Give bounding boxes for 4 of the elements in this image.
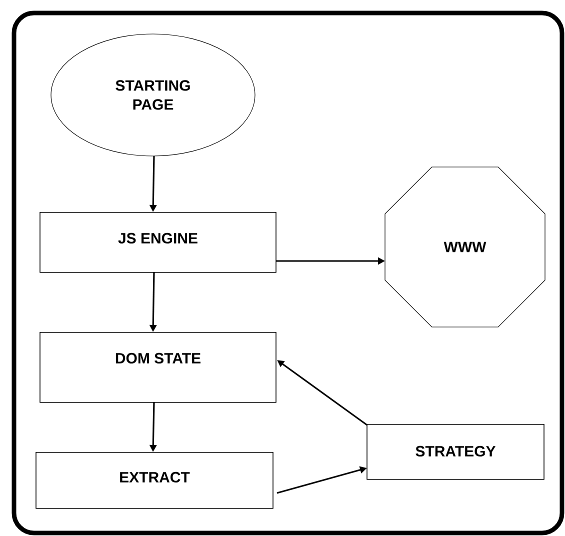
process-box: EXTRACT: [36, 452, 274, 509]
process-box: STRATEGY: [366, 424, 544, 480]
process-box: DOM STATE: [40, 332, 276, 403]
process-box: JS ENGINE: [40, 212, 276, 273]
